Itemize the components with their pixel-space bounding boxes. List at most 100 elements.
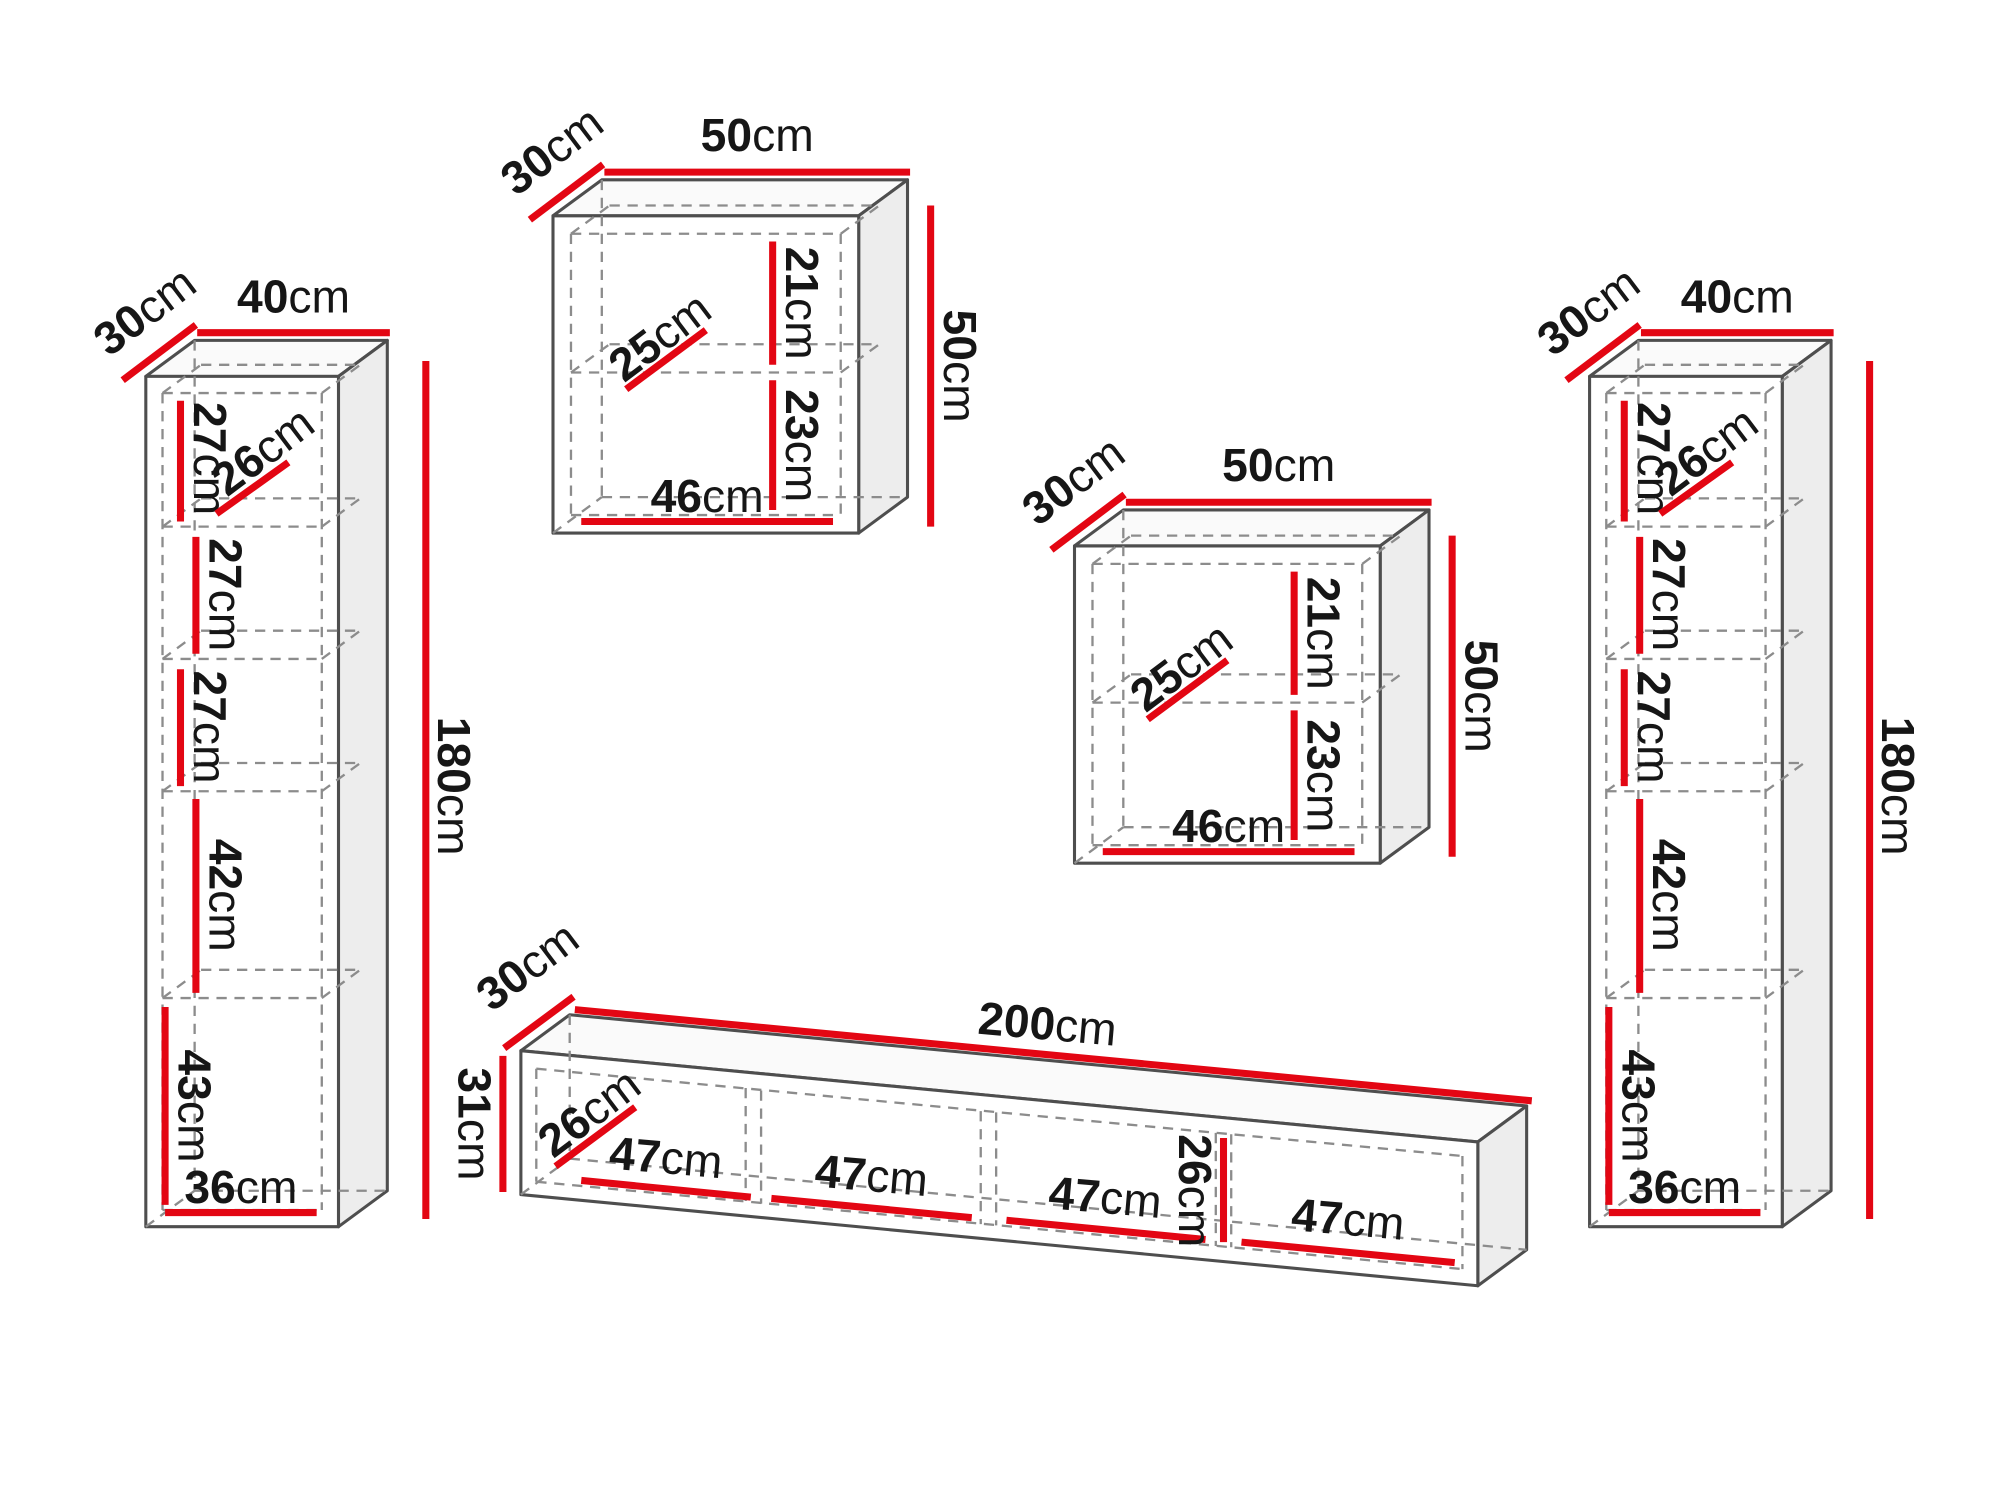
dim-stand-comp3-label: 47cm (1047, 1166, 1164, 1228)
dim-stand-height: 31cm (449, 1055, 507, 1193)
dim-wall-mid-top: 21cm (1290, 571, 1350, 695)
dim-wall-left-width: 50cm (604, 109, 911, 176)
dim-wall-left-innerwidth-label: 46cm (651, 470, 764, 522)
dim-tall-right-shelf3: 27cm (1620, 669, 1680, 787)
dim-tall-left-shelf5: 43cm (161, 1007, 221, 1205)
tall-cabinet-right-hidden-edge (1764, 968, 1805, 999)
tall-cabinet-left-hidden-edge (161, 363, 202, 394)
tall-cabinet-right-hidden-edge (1588, 1189, 1640, 1228)
dim-stand-depth-line (502, 993, 576, 1051)
dim-tall-right-height-label: 180cm (1872, 717, 1924, 856)
dim-wall-mid-innerdepth-line (1145, 657, 1230, 723)
dim-tall-left-height: 180cm (422, 360, 480, 1219)
tv-stand (519, 1013, 1529, 1288)
dim-stand-comp3-line (1006, 1216, 1206, 1244)
dim-stand-comp4: 47cm (1241, 1188, 1456, 1267)
wall-cabinet-middle-hidden-edge (1361, 673, 1402, 704)
tall-cabinet-right-hidden-edge (1764, 629, 1805, 660)
tall-cabinet-right-hidden-edge (1605, 363, 1646, 394)
dim-stand-comp1-line (580, 1176, 752, 1201)
dim-wall-left-depth-line (527, 161, 606, 223)
dim-tall-right-shelf5-label: 43cm (1612, 1049, 1664, 1162)
tall-cabinet-left-hidden-edge (321, 497, 362, 528)
dim-wall-mid-innerwidth: 46cm (1102, 800, 1355, 856)
dim-tall-right-innerdepth-line (1658, 459, 1735, 517)
dim-tall-left-shelf2: 27cm (192, 536, 251, 654)
dim-tall-left-width: 40cm (197, 271, 390, 337)
wall-cabinet-middle-hidden-edge (1073, 826, 1124, 865)
dim-wall-mid-bottom-label: 23cm (1298, 719, 1350, 832)
dim-wall-mid-width: 50cm (1125, 439, 1432, 506)
dim-wall-left-width-label: 50cm (701, 109, 814, 161)
dim-wall-mid-top-label: 21cm (1298, 577, 1350, 690)
dim-stand-innerdepth-line (553, 1104, 638, 1170)
dim-tall-right-shelf4-label: 42cm (1643, 839, 1695, 952)
dim-tall-right-innerwidth-label: 36cm (1628, 1161, 1741, 1213)
wall-cabinet-upper-left-hidden-edge (840, 343, 880, 374)
wall-cabinet-upper-left-side-face (857, 178, 910, 535)
dim-stand-comp4-line (1241, 1238, 1456, 1267)
dim-stand-comp3: 47cm (1006, 1166, 1206, 1244)
dim-stand-innerheight: 26cm (1169, 1134, 1228, 1247)
dim-wall-left-bottom: 23cm (769, 380, 828, 510)
wall-cabinet-upper-left-top-face (551, 178, 910, 218)
wall-cabinet-middle-top-face (1072, 508, 1431, 548)
tv-stand-hidden-edge (536, 1067, 1463, 1158)
dim-stand-comp2: 47cm (771, 1144, 973, 1222)
dim-tall-right-shelf4: 42cm (1636, 798, 1695, 993)
dim-wall-left-top: 21cm (769, 241, 828, 365)
dim-stand-comp1: 47cm (580, 1126, 752, 1201)
dim-tall-left-innerdepth-line (214, 459, 291, 517)
dim-tall-right-shelf5: 43cm (1605, 1007, 1664, 1205)
dim-tall-right-depth-line (1564, 322, 1642, 384)
dim-stand-comp2-line (771, 1194, 973, 1222)
dim-wall-mid-innerwidth-label: 46cm (1172, 800, 1285, 852)
dim-tall-left-shelf5-label: 43cm (169, 1049, 221, 1162)
wall-cabinet-upper-left-hidden-edge (840, 204, 880, 235)
wall-cabinet-middle-hidden-edge (1091, 534, 1132, 565)
dim-wall-left-top-label: 21cm (776, 247, 828, 360)
dim-wall-mid-depth-line (1049, 491, 1127, 553)
wall-cabinet-upper-left-hidden-edge (570, 204, 611, 235)
dim-wall-left-innerdepth-line (624, 327, 708, 393)
tall-cabinet-right-side-face (1780, 338, 1833, 1229)
dim-wall-left-height-label: 50cm (934, 310, 986, 423)
dim-tall-left-shelf4: 42cm (192, 798, 251, 993)
dim-stand-width-label: 200cm (976, 992, 1119, 1056)
tv-stand-hidden-edge (520, 1157, 571, 1196)
dim-stand-height-label: 31cm (449, 1067, 501, 1180)
tall-cabinet-right-hidden-edge (1764, 363, 1805, 394)
dim-wall-mid-height-label: 50cm (1456, 640, 1508, 753)
wall-cabinet-upper-left-hidden-edge (570, 343, 611, 374)
dim-tall-left-shelf3: 27cm (176, 669, 236, 787)
tall-cabinet-left-side-face (336, 338, 389, 1229)
dim-stand-width: 200cm (574, 992, 1533, 1105)
wall-cabinet-middle-hidden-edge (1361, 534, 1402, 565)
dim-tall-right-shelf2: 27cm (1636, 536, 1695, 654)
tall-cabinet-left-hidden-edge (321, 968, 362, 999)
tall-cabinet-left-hidden-edge (321, 363, 362, 394)
tall-cabinet-right-hidden-edge (1764, 497, 1805, 528)
dim-stand-comp2-label: 47cm (813, 1144, 930, 1206)
wall-cabinet-middle-front-face (1072, 544, 1382, 865)
dim-tall-left-shelf4-label: 42cm (199, 839, 251, 952)
wall-cabinet-upper-left-hidden-edge (552, 496, 603, 534)
dim-tall-right-innerwidth: 36cm (1608, 1161, 1761, 1217)
dim-wall-mid-bottom: 23cm (1290, 710, 1350, 841)
dim-tall-left-innerwidth-label: 36cm (184, 1161, 297, 1213)
dim-wall-mid-width-label: 50cm (1222, 439, 1335, 491)
wall-cabinet-upper-left (551, 178, 910, 535)
dim-tall-right-shelf3-label: 27cm (1628, 670, 1680, 783)
dim-wall-left-bottom-label: 23cm (776, 389, 828, 502)
wall-cabinet-middle-hidden-edge (1091, 673, 1132, 704)
dim-tall-right-width-label: 40cm (1681, 271, 1794, 323)
tall-cabinet-right-hidden-edge (1764, 762, 1805, 793)
tall-cabinet-left-hidden-edge (145, 1189, 196, 1228)
wall-cabinet-upper-left-front-face (551, 214, 861, 535)
wall-cabinet-middle (1072, 508, 1431, 865)
wall-cabinet-middle-side-face (1378, 508, 1431, 865)
tall-cabinet-left-hidden-edge (321, 629, 362, 660)
dim-tall-right-height: 180cm (1866, 360, 1924, 1219)
